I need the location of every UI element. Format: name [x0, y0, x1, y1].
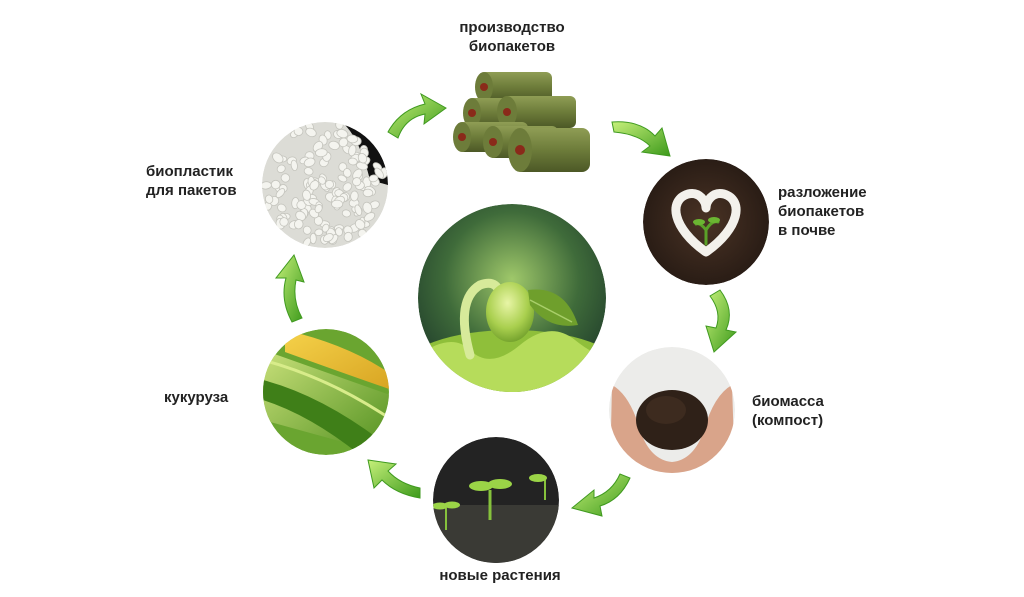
label-biomass: биомасса (компост) — [752, 392, 824, 430]
label-production: производство биопакетов — [452, 18, 572, 56]
soil-heart-image — [643, 159, 769, 285]
label-new-plants: новые растения — [420, 566, 580, 585]
arrow-corn-to-bioplastic — [276, 255, 304, 322]
arrow-bioplastic-to-production — [388, 94, 446, 138]
label-decomposition: разложение биопакетов в почве — [778, 183, 867, 240]
arrow-production-to-decomposition — [612, 122, 670, 156]
bio-bag-rolls-image — [453, 72, 590, 172]
center-sprout-image — [402, 204, 622, 410]
corn-image — [263, 329, 392, 455]
arrow-biomass-to-plants — [572, 474, 630, 516]
arrow-decomposition-to-biomass — [706, 290, 736, 352]
label-bioplastic: биопластик для пакетов — [146, 162, 237, 200]
new-sprouts-image — [432, 437, 559, 565]
label-corn: кукуруза — [164, 388, 228, 407]
arrow-plants-to-corn — [368, 460, 420, 498]
compost-hands-image — [609, 347, 735, 475]
bioplastic-granules-image — [260, 120, 389, 249]
